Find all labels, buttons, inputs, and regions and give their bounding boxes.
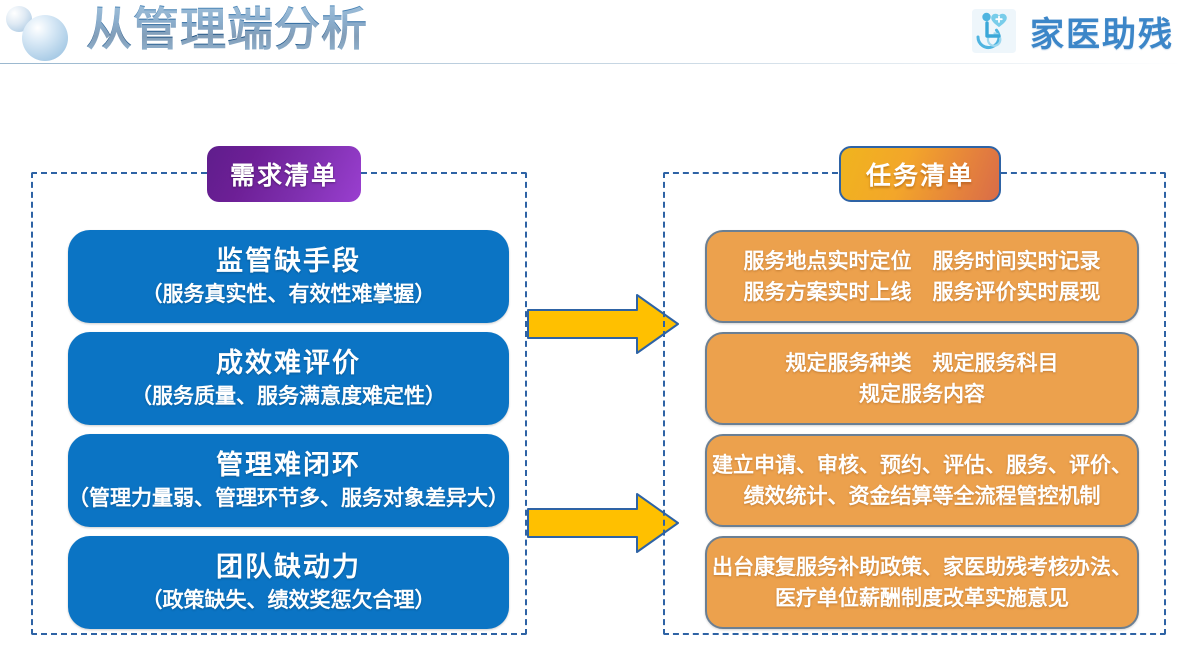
wheelchair-heart-icon	[972, 9, 1016, 53]
task-card-4[interactable]: 出台康复服务补助政策、家医助残考核办法、 医疗单位薪酬制度改革实施意见	[705, 536, 1139, 629]
card-title: 管理难闭环	[216, 449, 361, 481]
page-header: 从管理端分析 家医助残	[0, 0, 1182, 68]
card-subtitle: （服务真实性、有效性难掌握）	[141, 281, 436, 306]
card-line-1: 建立申请、审核、预约、评估、服务、评价、	[712, 452, 1132, 477]
card-line-2: 医疗单位薪酬制度改革实施意见	[775, 585, 1069, 610]
card-line-1: 出台康复服务补助政策、家医助残考核办法、	[712, 554, 1132, 579]
card-title: 成效难评价	[216, 347, 361, 379]
panel-tasks: 任务清单 服务地点实时定位 服务时间实时记录 服务方案实时上线 服务评价实时展现…	[663, 146, 1166, 635]
bubble-circle-large-icon	[22, 15, 68, 61]
requirement-card-4[interactable]: 团队缺动力 （政策缺失、绩效奖惩欠合理）	[68, 536, 509, 629]
page-title: 从管理端分析	[86, 0, 368, 60]
card-line-1: 服务地点实时定位 服务时间实时记录	[743, 248, 1101, 273]
card-subtitle: （服务质量、服务满意度难定性）	[131, 383, 446, 408]
requirement-card-1[interactable]: 监管缺手段 （服务真实性、有效性难掌握）	[68, 230, 509, 323]
card-line-2: 绩效统计、资金结算等全流程管控机制	[743, 483, 1101, 508]
panel-badge-requirements: 需求清单	[207, 146, 361, 202]
task-card-3[interactable]: 建立申请、审核、预约、评估、服务、评价、 绩效统计、资金结算等全流程管控机制	[705, 434, 1139, 527]
arrow-right-icon	[527, 294, 679, 354]
task-card-1[interactable]: 服务地点实时定位 服务时间实时记录 服务方案实时上线 服务评价实时展现	[705, 230, 1139, 323]
card-title: 监管缺手段	[216, 245, 361, 277]
card-line-1: 规定服务种类 规定服务科目	[785, 350, 1059, 375]
header-divider	[0, 63, 1182, 64]
requirement-card-3[interactable]: 管理难闭环 （管理力量弱、管理环节多、服务对象差异大）	[68, 434, 509, 527]
card-subtitle: （管理力量弱、管理环节多、服务对象差异大）	[68, 485, 509, 510]
card-subtitle: （政策缺失、绩效奖惩欠合理）	[141, 587, 436, 612]
card-line-2: 规定服务内容	[859, 381, 985, 406]
card-title: 团队缺动力	[216, 551, 361, 583]
card-line-2: 服务方案实时上线 服务评价实时展现	[743, 279, 1101, 304]
panel-badge-tasks: 任务清单	[839, 146, 1001, 202]
brand-name: 家医助残	[1030, 14, 1174, 55]
arrow-right-icon	[527, 493, 679, 553]
requirement-card-2[interactable]: 成效难评价 （服务质量、服务满意度难定性）	[68, 332, 509, 425]
panel-requirements: 需求清单 监管缺手段 （服务真实性、有效性难掌握） 成效难评价 （服务质量、服务…	[31, 146, 527, 635]
task-card-2[interactable]: 规定服务种类 规定服务科目 规定服务内容	[705, 332, 1139, 425]
brand-logo-group: 家医助残	[966, 2, 1174, 60]
